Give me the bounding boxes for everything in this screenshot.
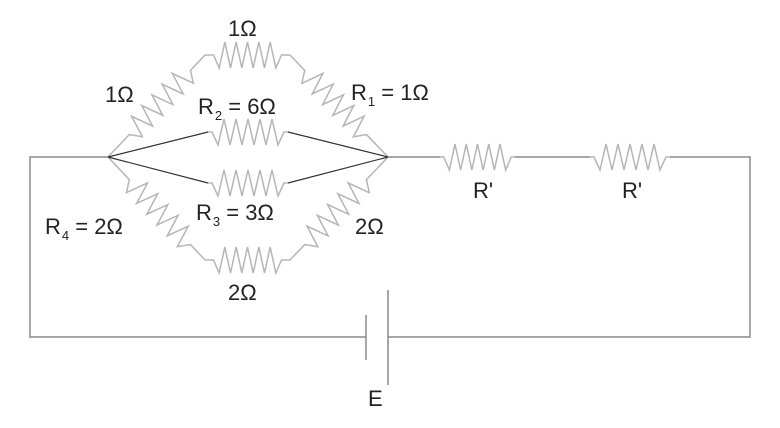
- label-r2: R2 = 6Ω: [198, 94, 276, 123]
- label-r4: R4 = 2Ω: [45, 214, 123, 243]
- r2-name: R: [198, 94, 214, 119]
- label-r-prime-1: R': [473, 178, 494, 203]
- r4-name: R: [45, 214, 61, 239]
- r4-value: = 2Ω: [69, 214, 123, 239]
- r3-sub: 3: [212, 214, 221, 229]
- resistor-r-prime-2: [590, 143, 670, 173]
- r3-name: R: [196, 200, 212, 225]
- wire-r3-right: [287, 156, 389, 184]
- resistor-r3: [208, 169, 288, 199]
- r2-value: = 6Ω: [222, 94, 276, 119]
- resistor-r4: [107, 156, 206, 261]
- r1-name: R: [351, 80, 367, 105]
- label-upper-left-resistor: 1Ω: [105, 82, 134, 107]
- label-r1: R1 = 1Ω: [351, 80, 429, 109]
- resistor-bottom-2ohm: [205, 246, 290, 276]
- label-battery: E: [368, 386, 383, 411]
- r2-sub: 2: [214, 108, 223, 123]
- label-r3: R3 = 3Ω: [196, 200, 274, 229]
- resistor-r-prime-1: [440, 143, 515, 173]
- r3-value: = 3Ω: [220, 200, 274, 225]
- r1-value: = 1Ω: [375, 80, 429, 105]
- wire-left-loop: [29, 156, 366, 338]
- resistor-r1: [289, 54, 389, 158]
- wire-r2-left: [107, 131, 209, 158]
- label-bottom-resistor: 2Ω: [228, 280, 257, 305]
- r4-sub: 4: [61, 228, 70, 243]
- label-lower-right-resistor: 2Ω: [355, 214, 384, 239]
- wire-right-loop: [388, 156, 751, 338]
- r1-sub: 1: [367, 94, 376, 109]
- resistor-upper-left-1ohm: [107, 54, 206, 158]
- wire-r3-left: [107, 156, 209, 184]
- label-top-resistor: 1Ω: [228, 16, 257, 41]
- resistor-lower-right-2ohm: [289, 156, 389, 261]
- resistor-r2: [208, 118, 288, 148]
- wire-r2-right: [287, 131, 389, 158]
- resistor-top-1ohm: [205, 41, 290, 71]
- label-r-prime-2: R': [622, 178, 643, 203]
